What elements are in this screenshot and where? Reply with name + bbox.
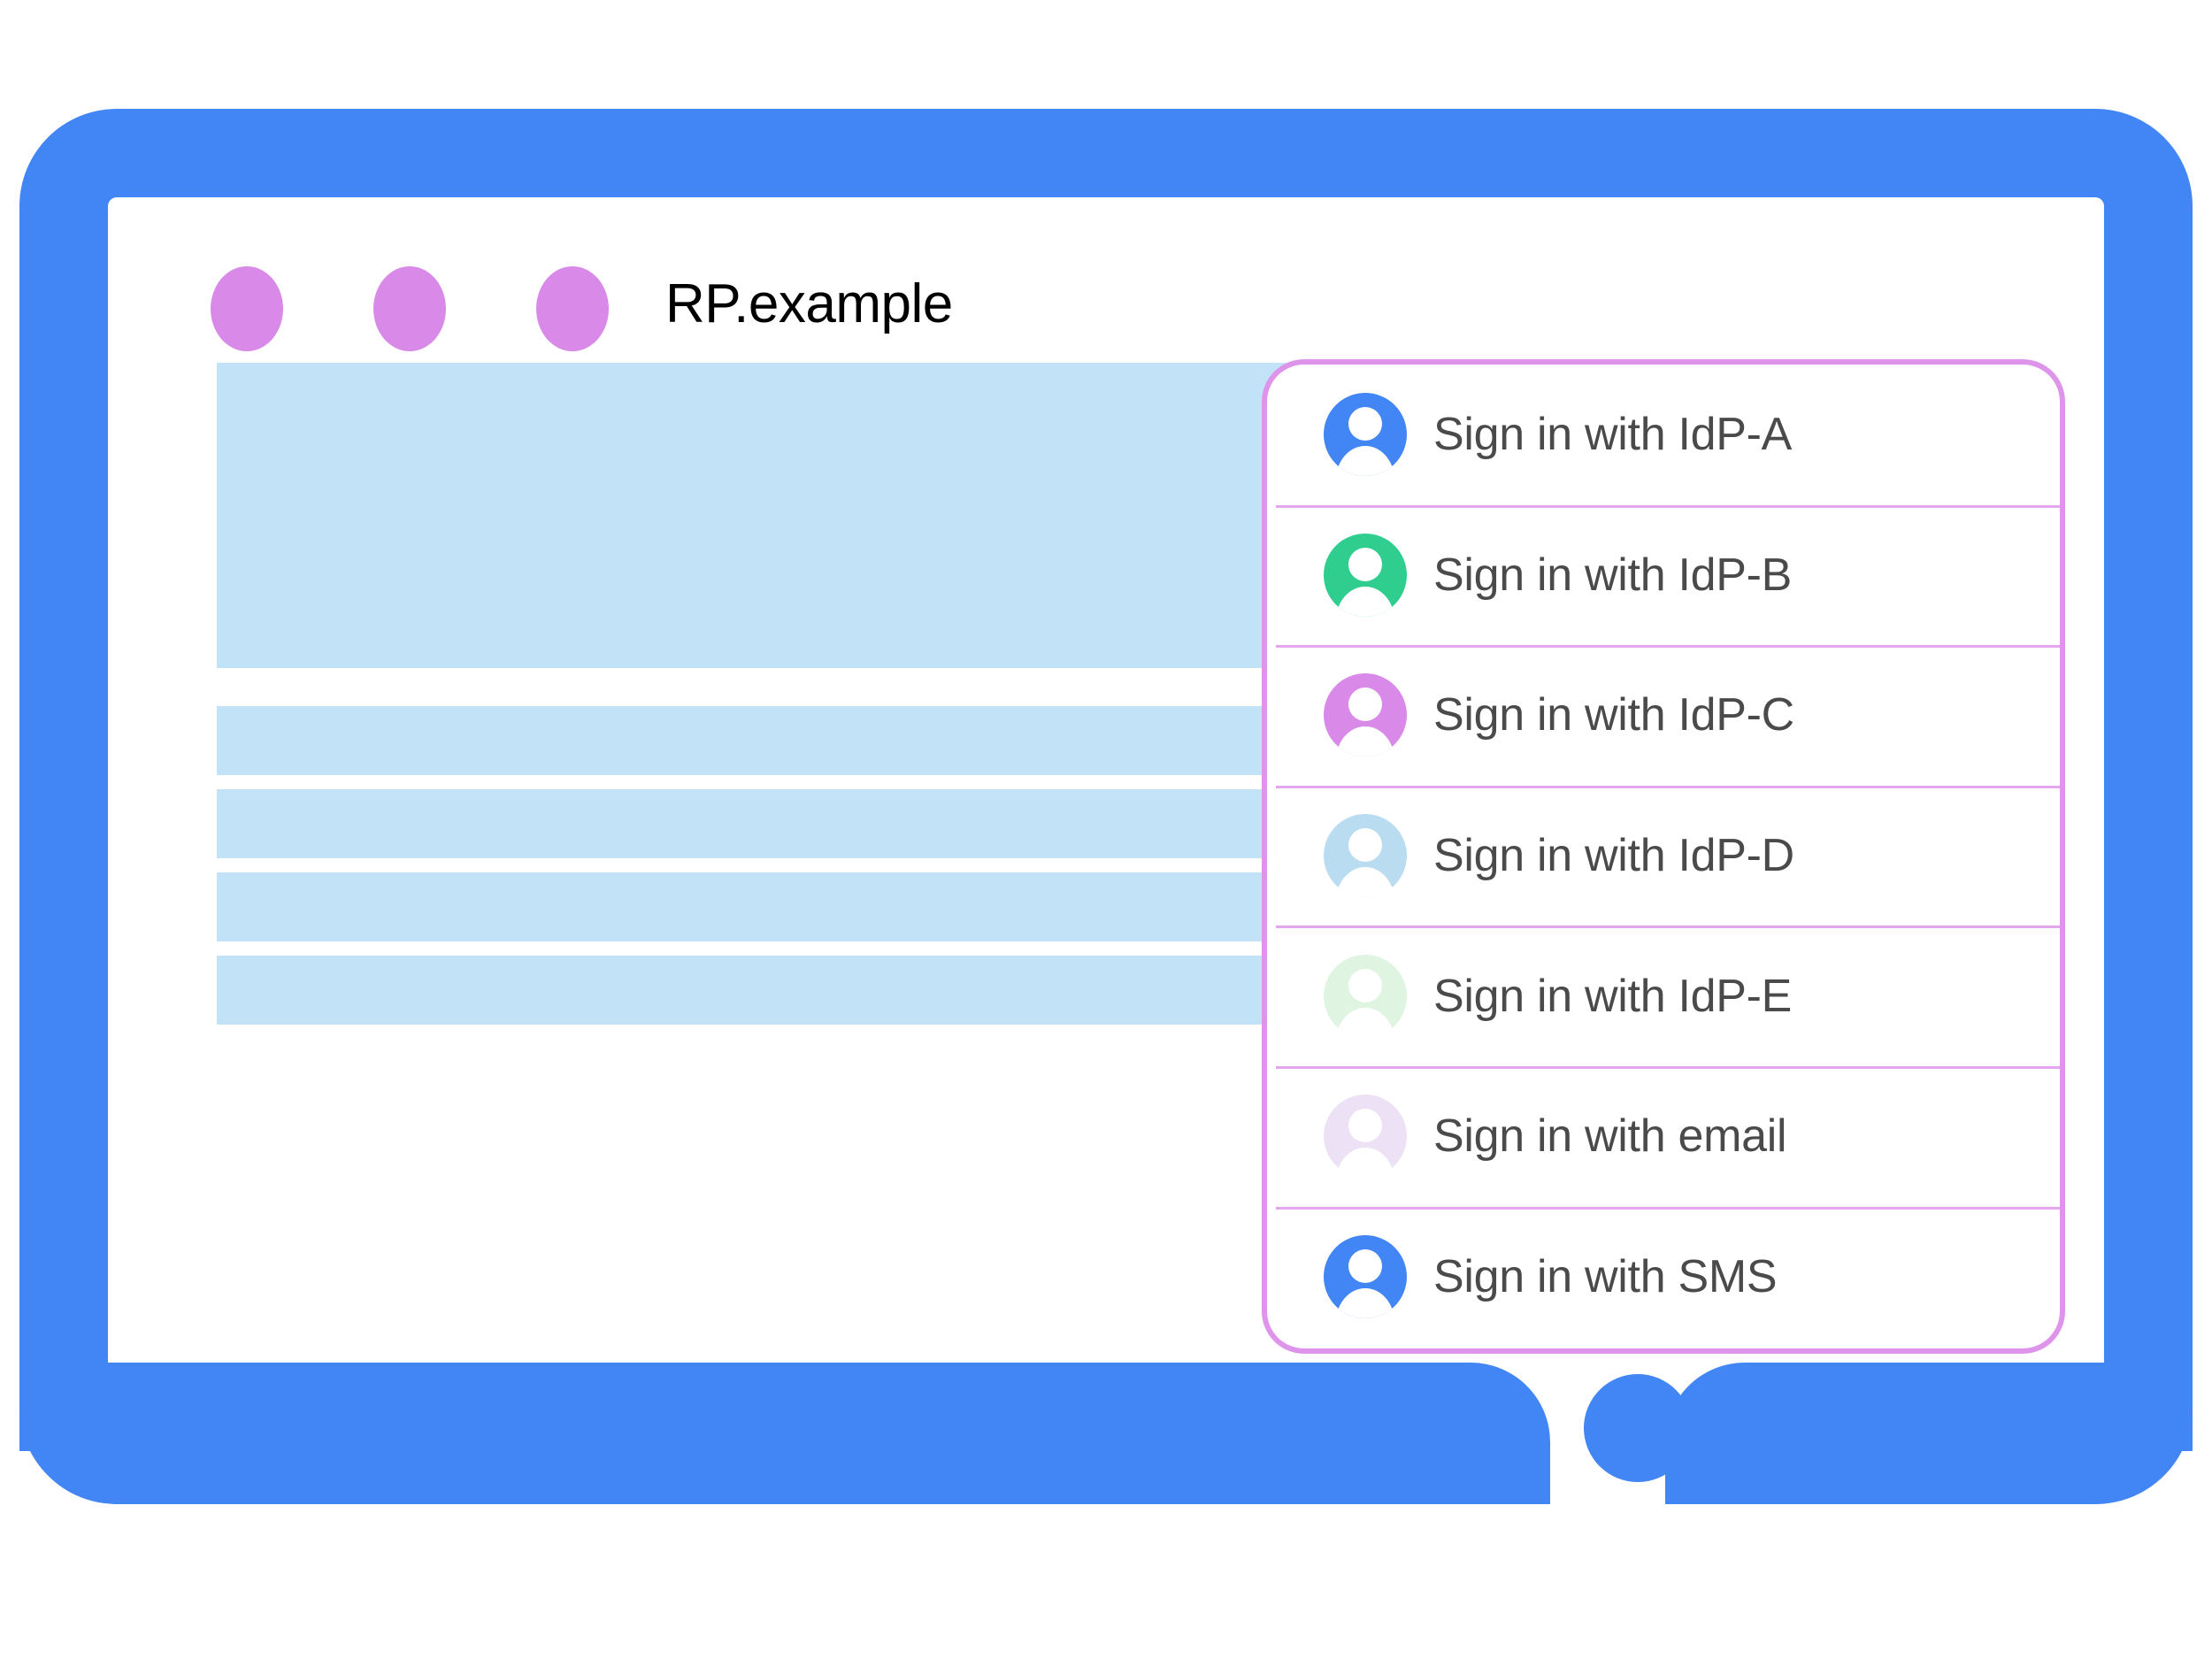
- avatar-body: [1336, 1148, 1394, 1179]
- text-bar-4: [217, 956, 1340, 1025]
- home-button[interactable]: [1584, 1374, 1692, 1482]
- avatar-body: [1336, 867, 1394, 898]
- avatar-body: [1336, 586, 1394, 617]
- account-row[interactable]: Sign in with IdP-E: [1267, 926, 2060, 1066]
- avatar-body: [1336, 1007, 1394, 1038]
- account-avatar-icon: [1324, 1094, 1407, 1179]
- account-row[interactable]: Sign in with IdP-A: [1267, 365, 2060, 505]
- text-bar-2: [217, 789, 1340, 858]
- account-row[interactable]: Sign in with IdP-D: [1267, 785, 2060, 926]
- account-row[interactable]: Sign in with SMS: [1267, 1206, 2060, 1348]
- account-list: Sign in with IdP-A Sign in with IdP-B Sign…: [1267, 365, 2060, 1348]
- account-avatar-icon: [1324, 954, 1407, 1038]
- avatar-head: [1348, 547, 1382, 581]
- account-avatar-icon: [1324, 1234, 1407, 1318]
- text-bar-3: [217, 872, 1340, 941]
- device-bezel-bottom-right: [1665, 1363, 2193, 1504]
- avatar-body: [1336, 446, 1394, 477]
- account-label: Sign in with IdP-E: [1433, 970, 1793, 1022]
- hero-block: [217, 363, 1340, 668]
- account-row[interactable]: Sign in with email: [1267, 1065, 2060, 1207]
- avatar-body: [1336, 726, 1394, 757]
- account-label: Sign in with IdP-B: [1433, 549, 1793, 601]
- text-bar-1: [217, 706, 1340, 775]
- window-dot-2-icon[interactable]: [373, 266, 446, 351]
- account-label: Sign in with IdP-D: [1433, 830, 1794, 882]
- device-bezel-bottom-left: [19, 1363, 1550, 1504]
- account-label: Sign in with email: [1433, 1110, 1787, 1163]
- account-avatar-icon: [1324, 673, 1407, 757]
- avatar-body: [1336, 1287, 1394, 1318]
- account-row[interactable]: Sign in with IdP-B: [1267, 504, 2060, 646]
- account-label: Sign in with IdP-A: [1433, 409, 1793, 461]
- account-row[interactable]: Sign in with IdP-C: [1267, 645, 2060, 786]
- account-avatar-icon: [1324, 814, 1407, 898]
- account-avatar-icon: [1324, 533, 1407, 617]
- account-label: Sign in with SMS: [1433, 1250, 1778, 1302]
- avatar-head: [1348, 1109, 1382, 1143]
- avatar-head: [1348, 687, 1382, 722]
- window-dot-1-icon[interactable]: [211, 266, 283, 351]
- browser-titlebar: RP.example: [108, 197, 2104, 365]
- avatar-head: [1348, 1248, 1382, 1283]
- window-dot-3-icon[interactable]: [536, 266, 609, 351]
- avatar-head: [1348, 968, 1382, 1002]
- account-label: Sign in with IdP-C: [1433, 689, 1794, 741]
- page-title: RP.example: [665, 273, 953, 334]
- avatar-head: [1348, 407, 1382, 442]
- account-avatar-icon: [1324, 393, 1407, 477]
- avatar-head: [1348, 828, 1382, 863]
- account-chooser-dialog: Sign in with IdP-A Sign in with IdP-B Sign…: [1262, 359, 2065, 1354]
